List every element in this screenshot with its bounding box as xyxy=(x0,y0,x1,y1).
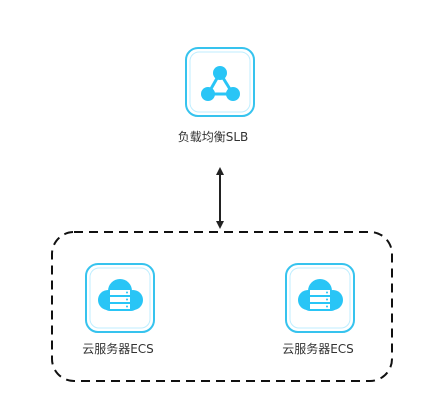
slb-label: 负载均衡SLB xyxy=(177,130,249,144)
cloud-server-icon[interactable] xyxy=(285,263,355,333)
load-balancer-icon[interactable] xyxy=(185,47,255,117)
cloud-server-icon[interactable] xyxy=(85,263,155,333)
ecs-group-boundary xyxy=(51,231,393,382)
ecs-right-label: 云服务器ECS xyxy=(282,342,354,356)
ecs-left-label: 云服务器ECS xyxy=(82,342,154,356)
